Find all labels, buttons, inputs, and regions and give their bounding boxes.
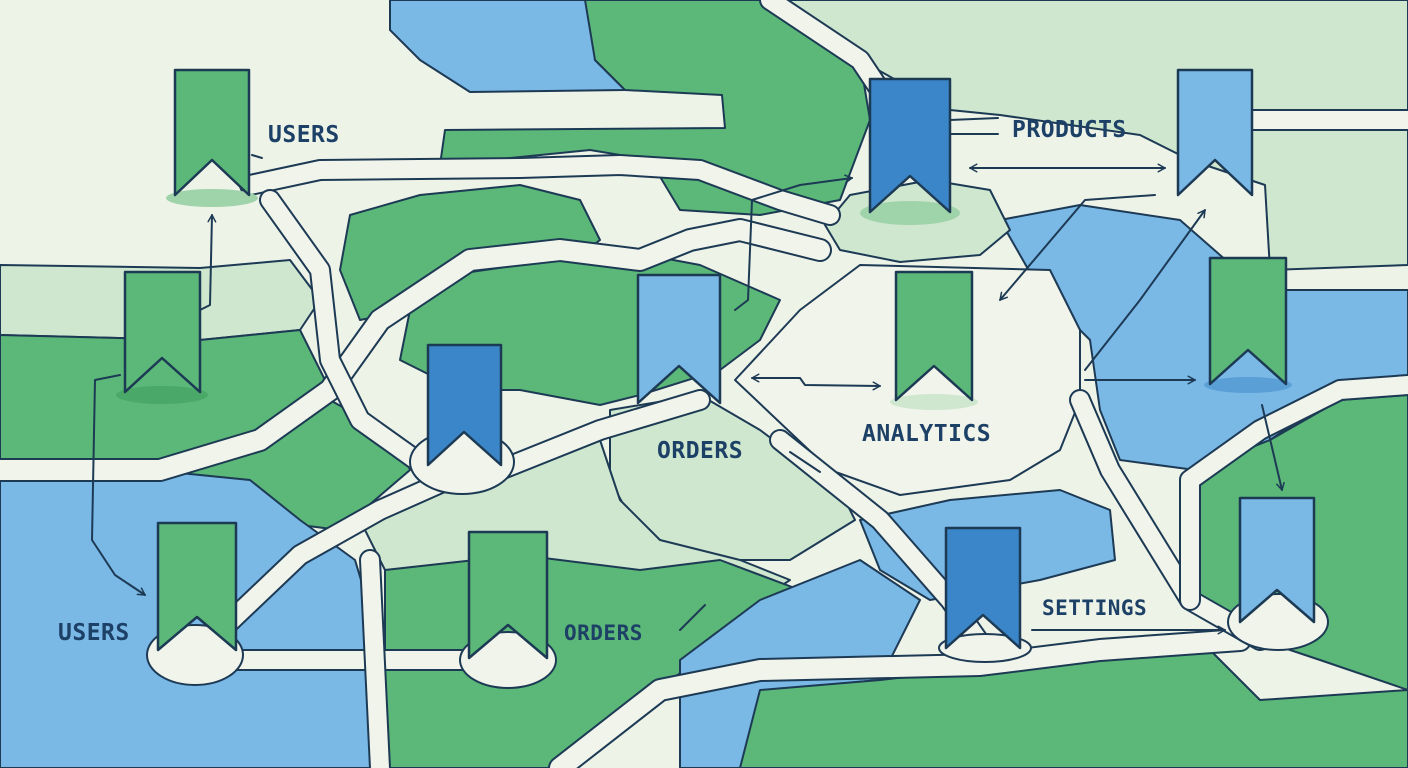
label-users-bottom: USERS (58, 620, 130, 646)
marker-products-right[interactable] (1176, 68, 1254, 197)
label-settings: SETTINGS (1042, 596, 1147, 620)
marker-settings[interactable] (944, 526, 1022, 650)
label-orders-bottom: ORDERS (564, 621, 643, 645)
line-orders-center (789, 451, 821, 473)
line-users-top (251, 154, 263, 159)
label-products: PRODUCTS (1012, 117, 1127, 143)
marker-analytics[interactable] (890, 270, 978, 410)
marker-right-mid[interactable] (1204, 256, 1292, 393)
line-products-stub (949, 117, 999, 135)
marker-center-left[interactable] (426, 343, 503, 467)
marker-users-top[interactable] (166, 68, 258, 207)
label-analytics: ANALYTICS (862, 421, 991, 447)
marker-orders-center[interactable] (636, 273, 722, 405)
label-orders-center: ORDERS (657, 438, 743, 464)
arrow-left-up (199, 214, 217, 311)
map-markers (116, 68, 1316, 660)
arrow-right-down (1261, 404, 1285, 491)
marker-orders-bottom[interactable] (467, 530, 549, 660)
arrow-left-down (91, 374, 146, 596)
arrow-to-products-right (1084, 209, 1206, 371)
marker-products-hub[interactable] (860, 77, 960, 225)
arrow-to-analytics (999, 194, 1156, 301)
arrow-orders-to-products (734, 174, 853, 311)
marker-bottom-right[interactable] (1238, 496, 1316, 624)
connector-arrows (91, 117, 1285, 635)
line-orders-bottom (679, 604, 706, 631)
marker-users-bottom[interactable] (156, 521, 238, 652)
map-labels: USERS PRODUCTS ORDERS ANALYTICS USERS OR… (58, 117, 1147, 646)
label-users-top: USERS (268, 122, 340, 148)
arrow-orders-analytics (751, 373, 881, 391)
marker-left-mid[interactable] (116, 270, 208, 404)
